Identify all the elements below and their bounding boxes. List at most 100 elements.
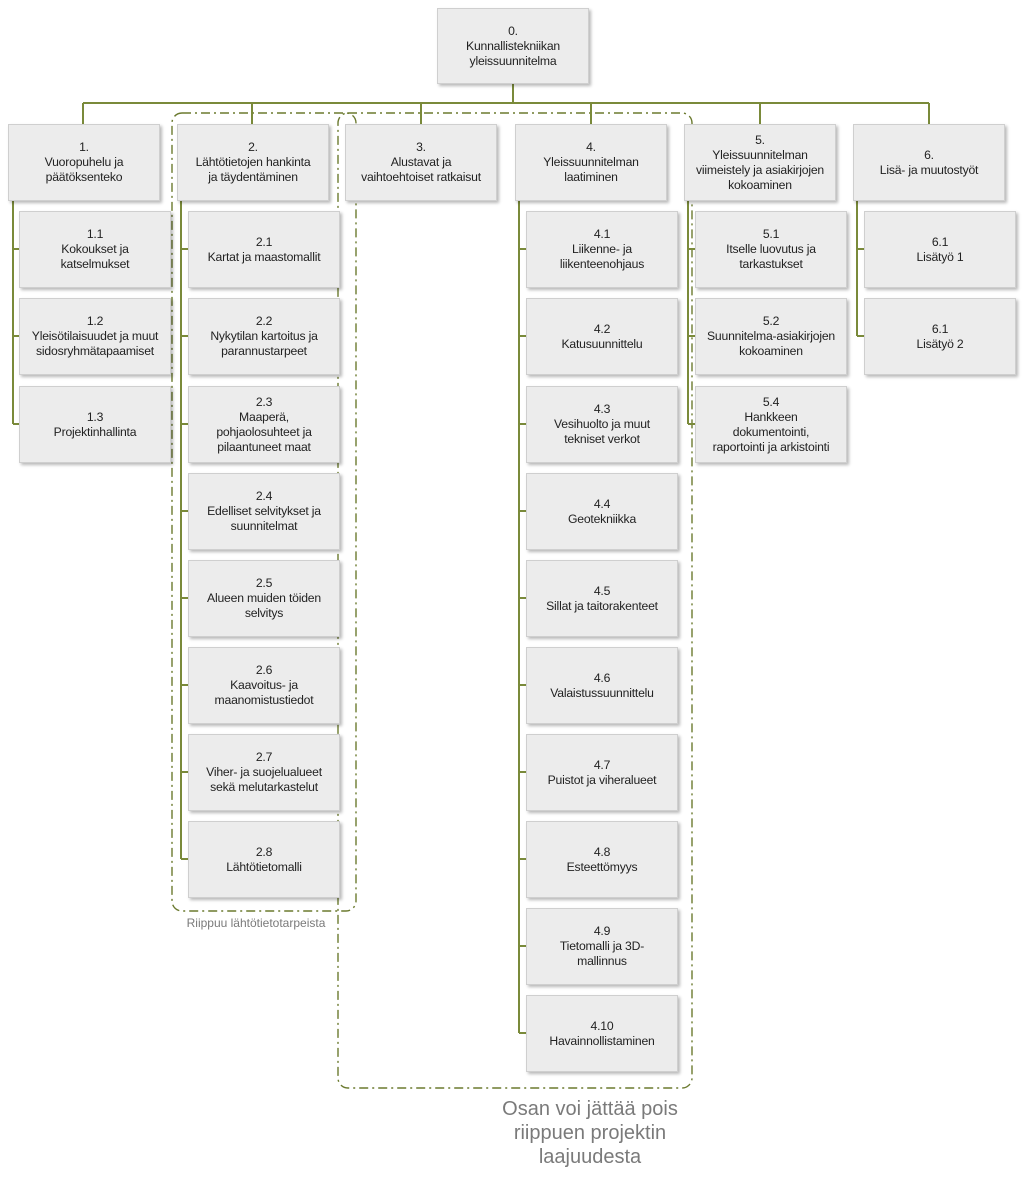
source-dependent-note: Riippuu lähtötietotarpeista <box>186 916 326 930</box>
phase-4-label: Yleissuunnitelman laatiminen <box>543 155 639 184</box>
task-4-10-number: 4.10 <box>590 1018 614 1033</box>
root-label: Kunnallistekniikan yleissuunnitelma <box>466 38 560 68</box>
task-4-7-node: 4.7 Puistot ja viheralueet <box>526 734 678 811</box>
task-1-2-label: Yleisötilaisuudet ja muut sidosryhmätapa… <box>31 329 159 358</box>
phase-2-number: 2. <box>248 140 258 154</box>
root-number: 0. <box>508 23 518 38</box>
task-4-1-number: 4.1 <box>593 227 611 241</box>
task-1-3-node: 1.3 Projektinhallinta <box>19 386 171 463</box>
task-2-1-node: 2.1 Kartat ja maastomallit <box>188 211 340 288</box>
task-2-4-label: Edelliset selvitykset ja suunnitelmat <box>207 504 321 533</box>
task-2-8-node: 2.8 Lähtötietomalli <box>188 821 340 898</box>
task-4-4-label: Geotekniikka <box>567 511 637 526</box>
phase-3-number: 3. <box>416 140 426 154</box>
task-2-5-label: Alueen muiden töiden selvitys <box>207 591 321 620</box>
task-1-3-number: 1.3 <box>86 409 104 424</box>
phase-1-label: Vuoropuhelu ja päätöksenteko <box>44 155 124 184</box>
task-4-3-node: 4.3 Vesihuolto ja muut tekniset verkot <box>526 386 678 463</box>
phase-6-node: 6. Lisä- ja muutostyöt <box>853 124 1005 201</box>
task-1-1-node: 1.1 Kokoukset ja katselmukset <box>19 211 171 288</box>
task-4-6-number: 4.6 <box>593 670 611 685</box>
optional-scope-note: Osan voi jättää pois riippuen projektin … <box>502 1098 678 1168</box>
task-2-5-node: 2.5 Alueen muiden töiden selvitys <box>188 560 340 637</box>
task-4-9-label: Tietomalli ja 3D- mallinnus <box>559 939 645 968</box>
task-5-4-label: Hankkeen dokumentointi, raportointi ja a… <box>712 409 830 454</box>
phase-1-node: 1. Vuoropuhelu ja päätöksenteko <box>8 124 160 201</box>
root-node: 0. Kunnallistekniikan yleissuunnitelma <box>437 8 589 84</box>
task-6-1-number: 6.1 <box>931 234 949 249</box>
task-4-9-node: 4.9 Tietomalli ja 3D- mallinnus <box>526 908 678 985</box>
task-4-2-number: 4.2 <box>593 321 611 336</box>
phase-4-number: 4. <box>586 140 596 154</box>
task-4-1-node: 4.1 Liikenne- ja liikenteenohjaus <box>526 211 678 288</box>
task-2-8-number: 2.8 <box>255 844 273 859</box>
task-1-3-label: Projektinhallinta <box>53 424 137 439</box>
task-2-3-number: 2.3 <box>255 394 273 409</box>
phase-2-label: Lähtötietojen hankinta ja täydentäminen <box>195 155 311 184</box>
task-2-7-node: 2.7 Viher- ja suojelualueet sekä melutar… <box>188 734 340 811</box>
task-6-1-node: 6.1 Lisätyö 1 <box>864 211 1016 288</box>
task-1-2-node: 1.2 Yleisötilaisuudet ja muut sidosryhmä… <box>19 298 171 375</box>
task-2-3-label: Maaperä, pohjaolosuhteet ja pilaantuneet… <box>216 409 312 454</box>
task-2-6-number: 2.6 <box>255 663 273 677</box>
task-4-4-node: 4.4 Geotekniikka <box>526 473 678 550</box>
task-1-1-number: 1.1 <box>86 227 104 241</box>
task-2-2-label: Nykytilan kartoitus ja parannustarpeet <box>210 329 318 358</box>
source-dependent-frame <box>171 112 357 912</box>
task-2-1-label: Kartat ja maastomallit <box>207 249 321 264</box>
task-2-6-node: 2.6 Kaavoitus- ja maanomistustiedot <box>188 647 340 724</box>
task-2-7-label: Viher- ja suojelualueet sekä melutarkast… <box>206 765 322 794</box>
task-4-7-label: Puistot ja viheralueet <box>547 772 657 787</box>
task-6-2-number: 6.1 <box>931 321 949 336</box>
phase-5-number: 5. <box>755 132 765 147</box>
task-1-2-number: 1.2 <box>86 314 104 328</box>
task-4-6-node: 4.6 Valaistussuunnittelu <box>526 647 678 724</box>
task-5-1-number: 5.1 <box>762 227 780 241</box>
phase-5-node: 5. Yleissuunnitelman viimeistely ja asia… <box>684 124 836 201</box>
task-1-1-label: Kokoukset ja katselmukset <box>60 242 130 271</box>
task-4-5-number: 4.5 <box>593 583 611 598</box>
phase-5-label: Yleissuunnitelman viimeistely ja asiakir… <box>695 147 825 192</box>
task-4-8-label: Esteettömyys <box>566 859 638 874</box>
phase-3-node: 3. Alustavat ja vaihtoehtoiset ratkaisut <box>345 124 497 201</box>
task-6-2-node: 6.1 Lisätyö 2 <box>864 298 1016 375</box>
task-2-4-number: 2.4 <box>255 489 273 503</box>
connector-lines <box>12 84 930 1034</box>
task-4-8-number: 4.8 <box>593 844 611 859</box>
task-2-2-number: 2.2 <box>255 314 273 328</box>
task-2-8-label: Lähtötietomalli <box>226 859 302 874</box>
task-4-3-label: Vesihuolto ja muut tekniset verkot <box>554 417 650 446</box>
phase-4-node: 4. Yleissuunnitelman laatiminen <box>515 124 667 201</box>
task-4-6-label: Valaistussuunnittelu <box>550 685 654 700</box>
task-4-7-number: 4.7 <box>593 757 611 772</box>
phase-2-node: 2. Lähtötietojen hankinta ja täydentämin… <box>177 124 329 201</box>
task-2-3-node: 2.3 Maaperä, pohjaolosuhteet ja pilaantu… <box>188 386 340 463</box>
task-5-2-label: Suunnitelma-asiakirjojen kokoaminen <box>707 329 835 358</box>
task-2-1-number: 2.1 <box>255 234 273 249</box>
task-5-2-number: 5.2 <box>762 314 780 328</box>
task-6-1-label: Lisätyö 1 <box>916 249 964 264</box>
task-4-2-label: Katusuunnittelu <box>561 336 643 351</box>
task-4-9-number: 4.9 <box>593 924 611 938</box>
phase-1-number: 1. <box>79 140 89 154</box>
task-2-7-number: 2.7 <box>255 750 273 764</box>
task-5-1-label: Itselle luovutus ja tarkastukset <box>726 242 816 271</box>
task-2-4-node: 2.4 Edelliset selvitykset ja suunnitelma… <box>188 473 340 550</box>
task-4-8-node: 4.8 Esteettömyys <box>526 821 678 898</box>
phase-6-label: Lisä- ja muutostyöt <box>879 162 979 177</box>
task-4-5-node: 4.5 Sillat ja taitorakenteet <box>526 560 678 637</box>
task-4-2-node: 4.2 Katusuunnittelu <box>526 298 678 375</box>
task-5-1-node: 5.1 Itselle luovutus ja tarkastukset <box>695 211 847 288</box>
task-5-4-number: 5.4 <box>762 394 780 409</box>
task-2-6-label: Kaavoitus- ja maanomistustiedot <box>214 678 314 707</box>
task-4-10-label: Havainnollistaminen <box>549 1033 655 1048</box>
task-4-1-label: Liikenne- ja liikenteenohjaus <box>559 242 645 271</box>
task-2-5-number: 2.5 <box>255 576 273 590</box>
task-4-3-number: 4.3 <box>593 402 611 416</box>
task-4-5-label: Sillat ja taitorakenteet <box>546 598 658 613</box>
task-4-10-node: 4.10 Havainnollistaminen <box>526 995 678 1072</box>
phase-3-label: Alustavat ja vaihtoehtoiset ratkaisut <box>361 155 481 184</box>
task-4-4-number: 4.4 <box>593 496 611 511</box>
task-5-4-node: 5.4 Hankkeen dokumentointi, raportointi … <box>695 386 847 463</box>
